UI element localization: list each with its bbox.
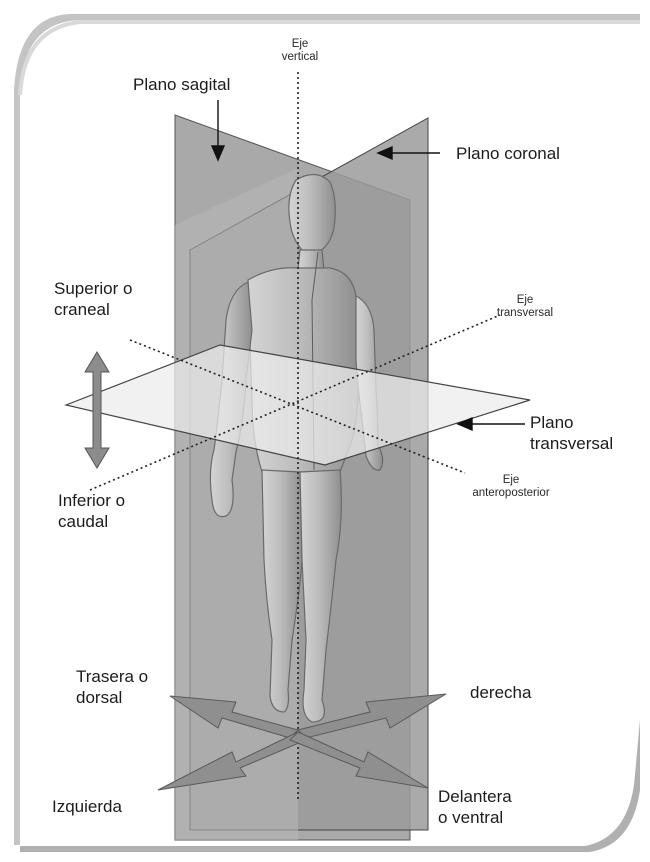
anteroposterior-axis-label-line1: Eje: [456, 474, 566, 487]
sagittal-plane-label-text: Plano sagital: [133, 74, 230, 95]
superior-label-line2: craneal: [54, 299, 132, 320]
anteroposterior-axis-label: Eje anteroposterior: [456, 474, 566, 500]
transverse-axis-label-line2: transversal: [490, 307, 560, 320]
ventral-label: Delantera o ventral: [438, 786, 512, 828]
superior-label-line1: Superior o: [54, 278, 132, 299]
vertical-axis-label-line1: Eje: [280, 38, 320, 51]
left-label-text: Izquierda: [52, 796, 122, 817]
dorsal-label-line2: dorsal: [76, 687, 148, 708]
right-label-text: derecha: [470, 682, 531, 703]
sagittal-plane-label: Plano sagital: [133, 74, 230, 95]
transverse-plane-label: Plano transversal: [530, 412, 613, 454]
inferior-label: Inferior o caudal: [58, 490, 125, 532]
coronal-plane-label: Plano coronal: [456, 143, 560, 164]
transverse-axis-label-line1: Eje: [490, 294, 560, 307]
transverse-plane-label-line1: Plano: [530, 412, 613, 433]
transverse-axis-label: Eje transversal: [490, 294, 560, 320]
transverse-plane-label-line2: transversal: [530, 433, 613, 454]
vertical-axis-label: Eje vertical: [280, 38, 320, 64]
ventral-label-line2: o ventral: [438, 807, 512, 828]
coronal-plane-label-text: Plano coronal: [456, 143, 560, 164]
dorsal-label: Trasera o dorsal: [76, 666, 148, 708]
inferior-label-line1: Inferior o: [58, 490, 125, 511]
anteroposterior-axis-label-line2: anteroposterior: [456, 487, 566, 500]
dorsal-label-line1: Trasera o: [76, 666, 148, 687]
inferior-label-line2: caudal: [58, 511, 125, 532]
left-label: Izquierda: [52, 796, 122, 817]
right-label: derecha: [470, 682, 531, 703]
superior-label: Superior o craneal: [54, 278, 132, 320]
ventral-label-line1: Delantera: [438, 786, 512, 807]
vertical-axis-label-line2: vertical: [280, 51, 320, 64]
